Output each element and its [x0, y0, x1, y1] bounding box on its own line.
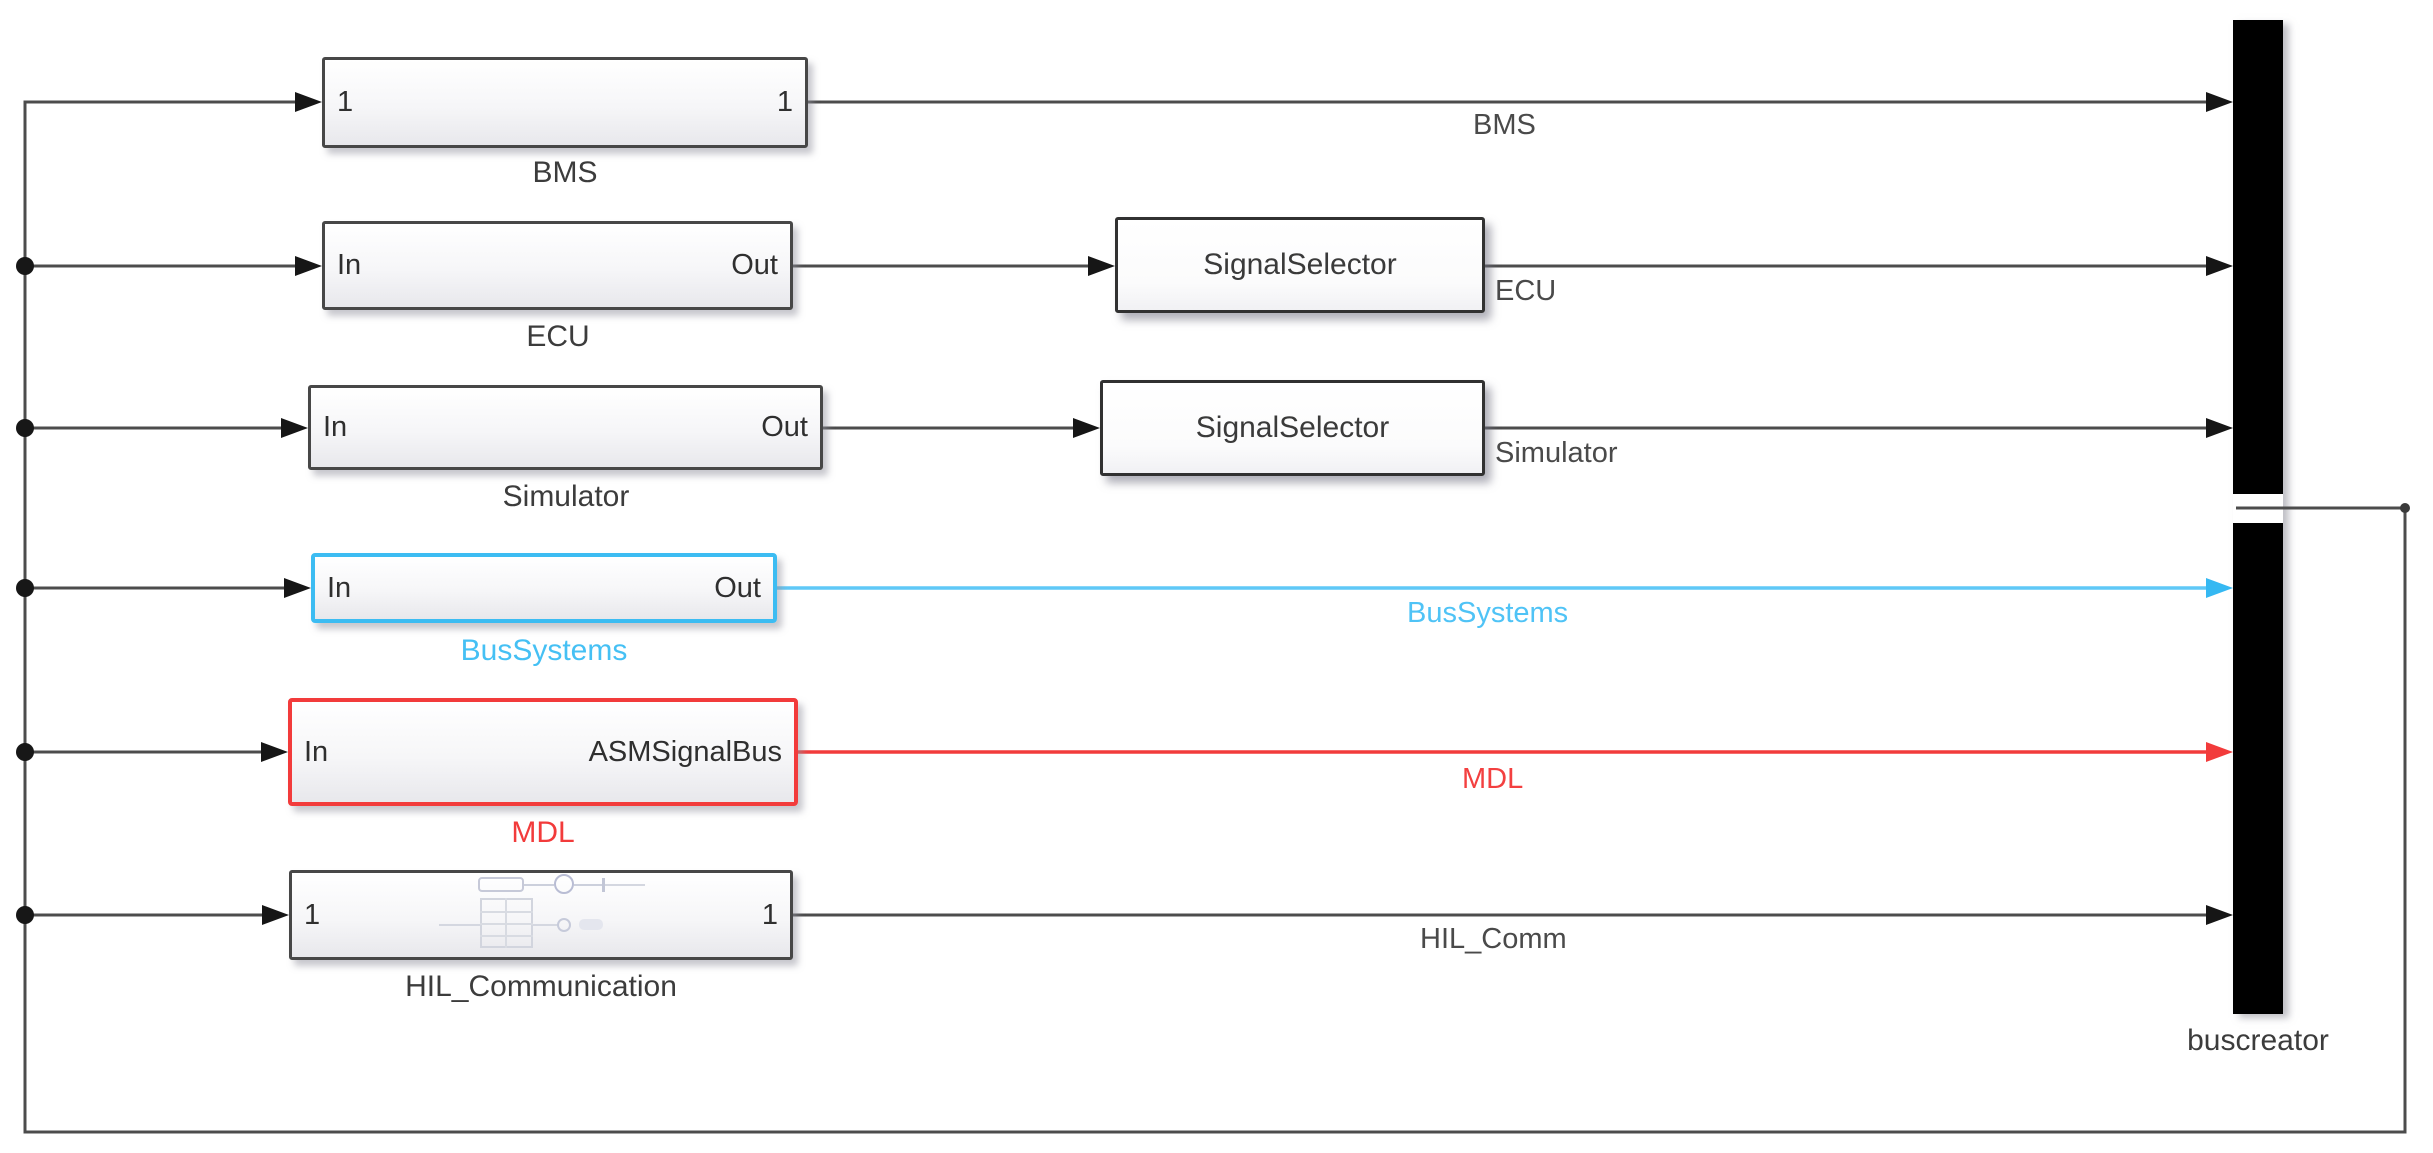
block-inner-label: SignalSelector — [1203, 248, 1397, 281]
arrowhead-icon — [2206, 92, 2233, 112]
arrowhead-icon — [1073, 418, 1100, 438]
block-bussystems[interactable]: In Out — [311, 553, 777, 623]
arrowhead-icon — [295, 256, 322, 276]
arrowhead-icon — [262, 905, 289, 925]
signal-label-hil-comm[interactable]: HIL_Comm — [1420, 923, 1567, 955]
arrowhead-icon — [261, 742, 288, 762]
block-label-mdl[interactable]: MDL — [511, 816, 575, 849]
junction-dot — [16, 906, 34, 924]
port-label-out: ASMSignalBus — [588, 735, 782, 768]
arrowhead-icon — [1088, 256, 1115, 276]
port-label-in: In — [323, 411, 348, 443]
arrowhead-icon — [2206, 742, 2233, 762]
signal-label-bms[interactable]: BMS — [1473, 109, 1536, 141]
block-signalselector-ecu[interactable]: SignalSelector — [1115, 217, 1485, 313]
block-label-simulator[interactable]: Simulator — [502, 480, 630, 513]
block-signalselector-simulator[interactable]: SignalSelector — [1100, 380, 1485, 476]
corner-dot — [2400, 503, 2410, 513]
arrowhead-icon — [281, 418, 308, 438]
block-bms[interactable]: 1 1 — [322, 57, 808, 148]
signal-label-ecu[interactable]: ECU — [1495, 275, 1557, 307]
port-label-in: In — [337, 249, 362, 281]
block-ecu[interactable]: In Out — [322, 221, 793, 310]
signal-label-mdl[interactable]: MDL — [1462, 763, 1524, 795]
port-label-out: Out — [731, 249, 778, 281]
port-label-in: 1 — [304, 898, 321, 931]
junction-dot — [16, 743, 34, 761]
port-label-out: Out — [761, 411, 808, 443]
signal-label-bussystems[interactable]: BusSystems — [1407, 597, 1569, 629]
block-inner-label: SignalSelector — [1195, 411, 1390, 444]
port-label-out: 1 — [761, 898, 778, 931]
block-hil-communication[interactable]: 1 1 — [289, 870, 793, 960]
arrowhead-icon — [295, 92, 322, 112]
arrowhead-icon — [2206, 905, 2233, 925]
junction-dot — [16, 257, 34, 275]
block-label-buscreator[interactable]: buscreator — [2187, 1024, 2329, 1057]
block-label-hil-communication[interactable]: HIL_Communication — [405, 970, 677, 1003]
arrowhead-icon — [284, 578, 311, 598]
bus-creator-block[interactable] — [2233, 20, 2283, 1014]
port-label-out: 1 — [776, 86, 793, 118]
arrowhead-icon — [2206, 256, 2233, 276]
arrowhead-icon — [2206, 418, 2233, 438]
port-label-out: Out — [714, 571, 761, 604]
block-simulator[interactable]: In Out — [308, 385, 823, 470]
junction-dot — [16, 419, 34, 437]
block-label-ecu[interactable]: ECU — [526, 320, 590, 353]
arrowhead-icon — [2206, 578, 2233, 598]
signal-label-simulator[interactable]: Simulator — [1495, 437, 1618, 469]
block-mdl[interactable]: In ASMSignalBus — [288, 698, 798, 806]
port-label-in: 1 — [337, 86, 354, 118]
port-label-in: In — [304, 735, 329, 768]
wire-feedback-loop[interactable] — [23, 100, 2407, 1134]
block-label-bussystems[interactable]: BusSystems — [460, 634, 628, 667]
junction-dot — [16, 579, 34, 597]
block-label-bms[interactable]: BMS — [532, 156, 598, 189]
port-label-in: In — [327, 571, 352, 604]
